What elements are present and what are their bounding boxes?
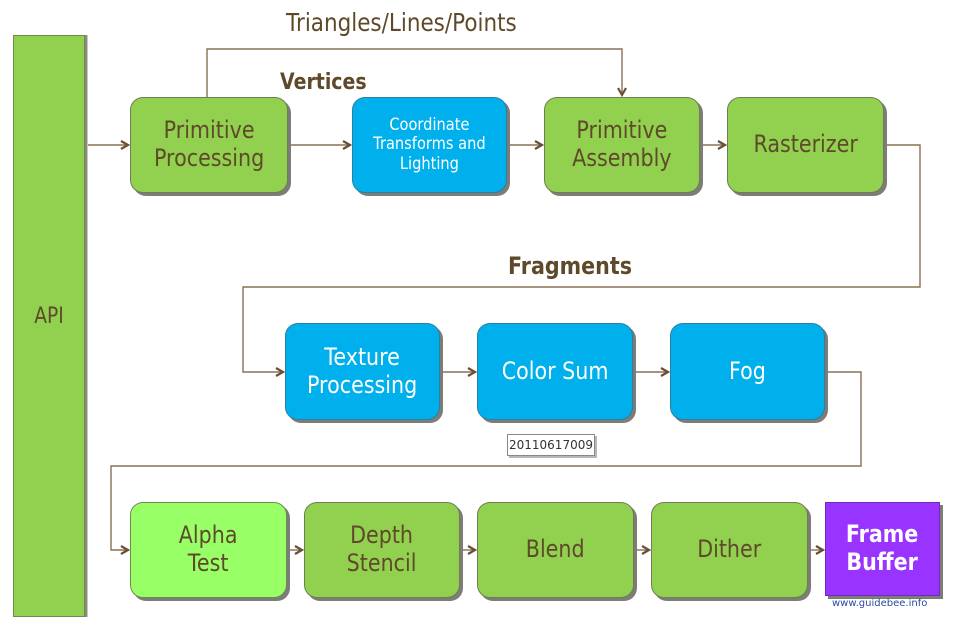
stage-label: Depth Stencil: [347, 521, 417, 577]
stage-frame-buffer: Frame Buffer: [825, 502, 940, 596]
stage-label: Texture Processing: [307, 342, 418, 399]
stage-label: Blend: [526, 535, 585, 564]
stage-dither: Dither: [651, 502, 808, 598]
api-block: API: [13, 35, 85, 617]
edge-label-vertices: Vertices: [280, 70, 367, 95]
stage-blend: Blend: [477, 502, 634, 598]
tooltip-text: 20110617009: [509, 438, 593, 452]
stage-label: Alpha Test: [179, 521, 238, 577]
stage-coordinate-transforms: Coordinate Transforms and Lighting: [352, 97, 507, 193]
stage-texture-processing: Texture Processing: [285, 323, 440, 420]
stage-depth-stencil: Depth Stencil: [304, 502, 460, 598]
stage-alpha-test: Alpha Test: [130, 502, 287, 598]
edge-label-primitives: Triangles/Lines/Points: [286, 8, 517, 37]
stage-label: Fog: [729, 356, 766, 385]
stage-label: Primitive Processing: [153, 116, 265, 172]
watermark: www.guidebee.info: [832, 598, 928, 609]
stage-label: Coordinate Transforms and Lighting: [373, 114, 486, 174]
stage-label: Primitive Assembly: [572, 116, 672, 172]
edge-rasterizer-texture: [242, 144, 921, 372]
stage-label: Dither: [697, 535, 762, 564]
api-label: API: [34, 304, 64, 329]
stage-rasterizer: Rasterizer: [727, 97, 884, 193]
edge-label-fragments: Fragments: [508, 252, 633, 280]
edge-pp-pa-bypass: [206, 48, 622, 97]
edge-fog-alphatest: [110, 371, 862, 550]
stage-label: Rasterizer: [753, 130, 858, 159]
stage-fog: Fog: [670, 323, 825, 420]
stage-label: Color Sum: [501, 356, 609, 385]
stage-primitive-processing: Primitive Processing: [130, 97, 288, 193]
stage-primitive-assembly: Primitive Assembly: [544, 97, 700, 193]
image-id-tooltip: 20110617009: [507, 434, 595, 456]
stage-label: Frame Buffer: [846, 520, 919, 576]
stage-color-sum: Color Sum: [477, 323, 633, 420]
